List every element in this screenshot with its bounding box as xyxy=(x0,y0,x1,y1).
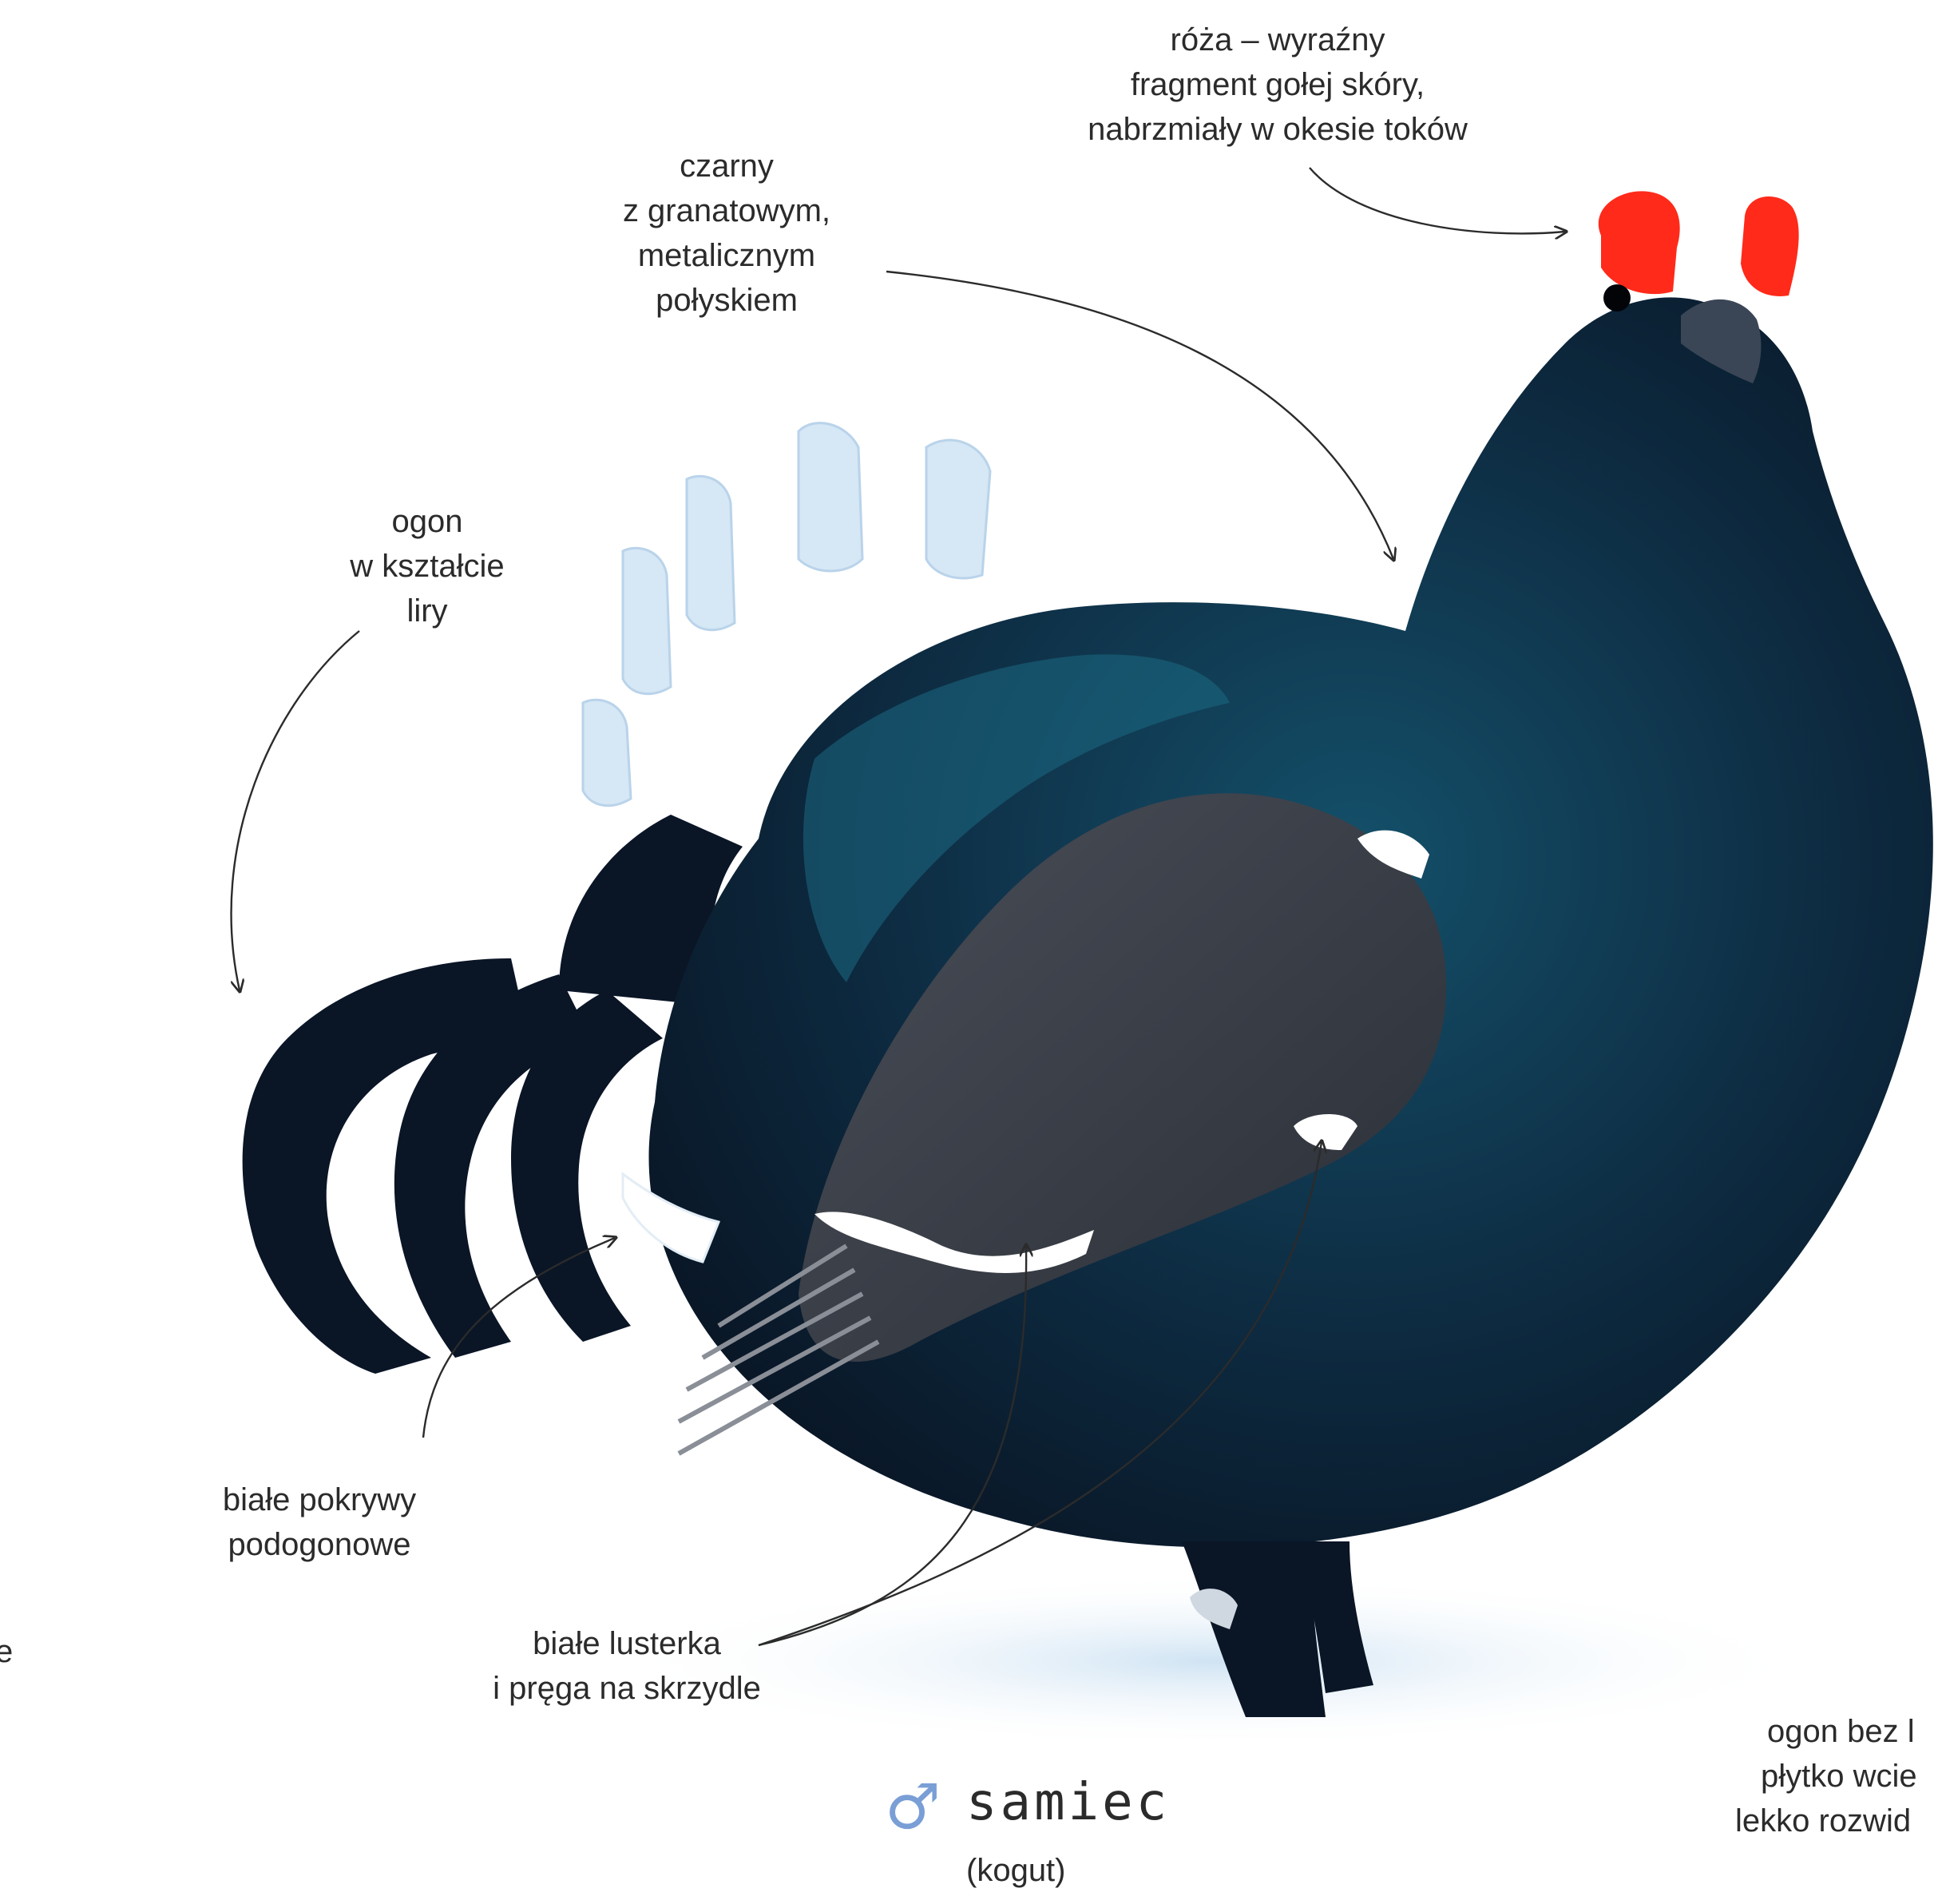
label-plumage-line3: metalicznym xyxy=(575,233,878,278)
label-plumage: czarny z granatowym, metalicznym połyski… xyxy=(575,144,878,323)
label-wing-marks-line1: białe lusterka xyxy=(459,1621,795,1666)
label-plumage-line4: połyskiem xyxy=(575,278,878,323)
label-undertail: białe pokrywy podogonowe xyxy=(192,1478,447,1567)
label-tail-other-line2: płytko wcie xyxy=(1729,1754,1942,1799)
label-undertail-line1: białe pokrywy xyxy=(192,1478,447,1522)
label-tail-lyre-line2: w kształcie xyxy=(315,544,539,589)
label-left-edge-fragment: e xyxy=(0,1629,27,1674)
label-tail-other-line3: lekko rozwid xyxy=(1729,1799,1942,1843)
arrow-tail-lyre xyxy=(232,631,359,990)
caption-title: samiec xyxy=(966,1773,1170,1832)
label-roza: róża – wyraźny fragment gołej skóry, nab… xyxy=(1046,18,1509,152)
label-roza-line3: nabrzmiały w okesie toków xyxy=(1046,107,1509,152)
label-wing-marks: białe lusterka i pręga na skrzydle xyxy=(459,1621,795,1711)
arrow-roza xyxy=(1310,168,1565,233)
male-symbol-icon: ♂ xyxy=(885,1771,941,1843)
red-comb xyxy=(1599,191,1799,296)
eye xyxy=(1603,284,1631,311)
label-tail-lyre-line3: liry xyxy=(315,589,539,633)
label-undertail-line2: podogonowe xyxy=(192,1522,447,1567)
label-plumage-line2: z granatowym, xyxy=(575,188,878,233)
label-roza-line1: róża – wyraźny xyxy=(1046,18,1509,62)
label-tail-lyre-line1: ogon xyxy=(315,499,539,544)
label-tail-lyre: ogon w kształcie liry xyxy=(315,499,539,633)
caption-subtitle: (kogut) xyxy=(966,1853,1066,1889)
label-tail-other: ogon bez l płytko wcie lekko rozwid xyxy=(1729,1709,1942,1843)
label-roza-line2: fragment gołej skóry, xyxy=(1046,62,1509,107)
label-tail-other-line1: ogon bez l xyxy=(1729,1709,1942,1754)
label-plumage-line1: czarny xyxy=(575,144,878,188)
label-wing-marks-line2: i pręga na skrzydle xyxy=(459,1666,795,1711)
